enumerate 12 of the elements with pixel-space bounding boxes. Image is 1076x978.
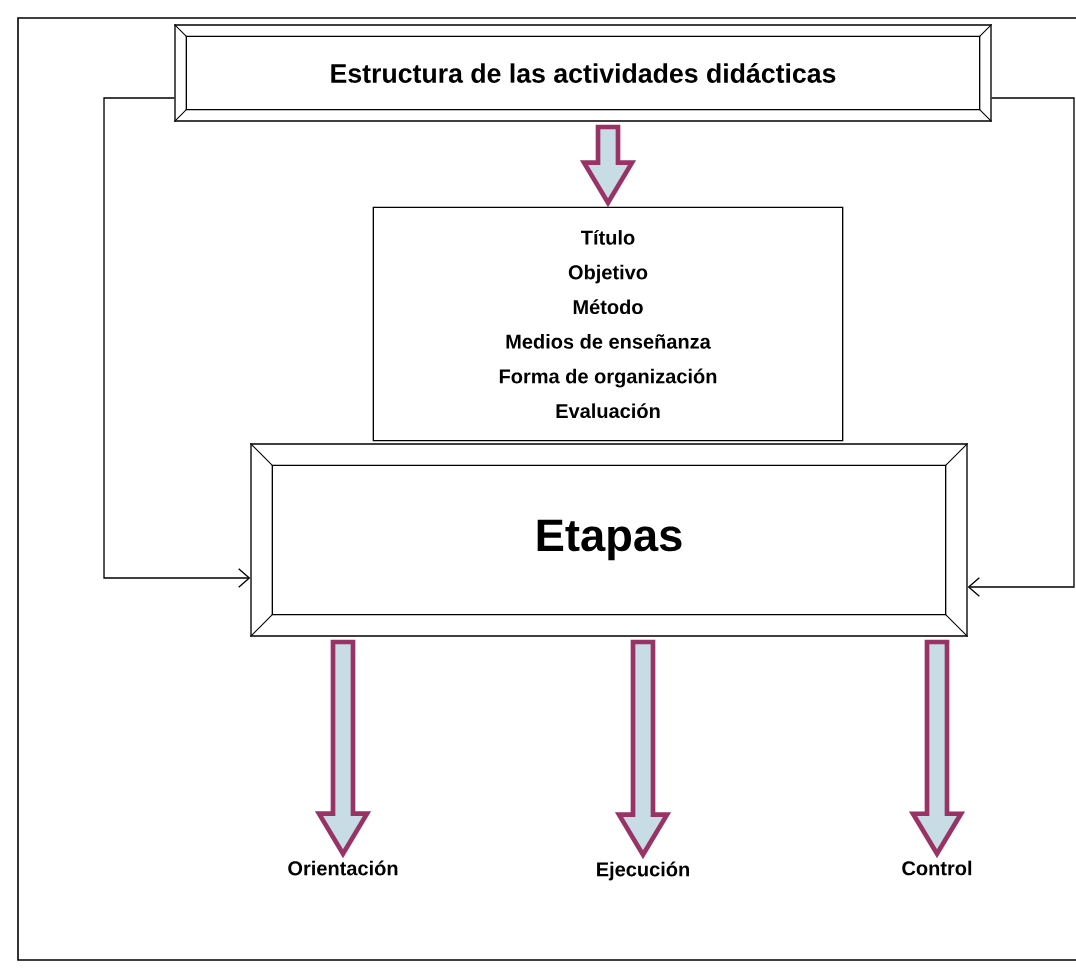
connector-arrow: [103, 97, 251, 588]
block-arrow: [314, 639, 372, 859]
block-arrow: [614, 639, 672, 860]
content-box: Título Objetivo Método Medios de enseñanza Forma de organización Evaluación: [372, 206, 844, 442]
stage-label: Ejecución: [597, 861, 689, 881]
stage-label: Orientación: [288, 860, 398, 876]
title-box: Estructura de las actividades didácticas: [173, 23, 993, 123]
stage-box: Etapas: [249, 442, 969, 638]
stage-label: Control: [902, 860, 972, 876]
block-arrow: [579, 124, 637, 208]
block-arrow: [908, 639, 966, 859]
connector-arrow: [967, 97, 1075, 597]
